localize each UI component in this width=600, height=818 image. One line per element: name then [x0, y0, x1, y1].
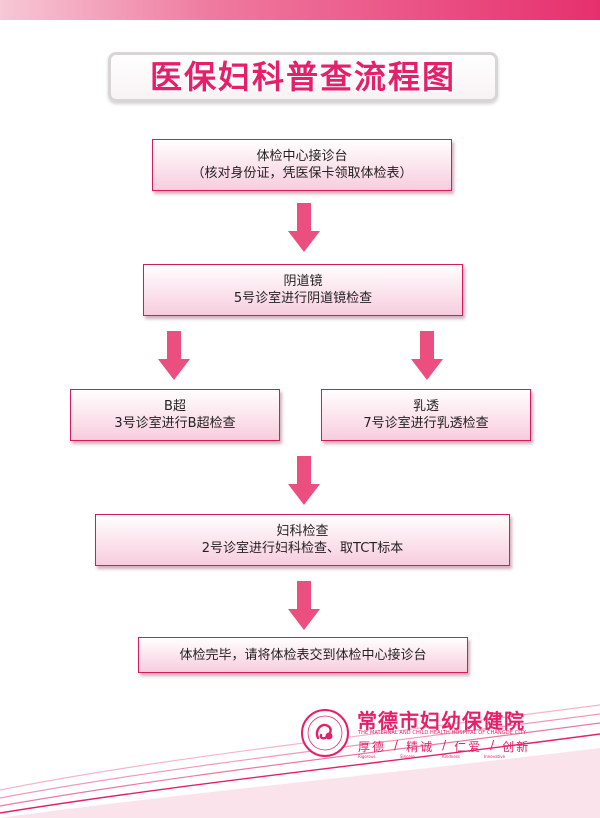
hospital-values-english: Rigorous Sincere Kindness Innovative	[358, 754, 526, 759]
value-en-item: Innovative	[484, 754, 506, 759]
step-colposcopy: 阴道镜 5号诊室进行阴道镜检查	[143, 264, 463, 316]
step-b-ultrasound-note: 3号诊室进行B超检查	[114, 416, 236, 431]
step-colposcopy-note: 5号诊室进行阴道镜检查	[233, 291, 373, 306]
value-item: 创新	[502, 740, 531, 754]
step-reception: 体检中心接诊台 （核对身份证，凭医保卡领取体检表）	[152, 139, 452, 191]
page-title: 医保妇科普查流程图	[108, 52, 498, 102]
step-reception-note: （核对身份证，凭医保卡领取体检表）	[191, 166, 413, 181]
value-item: 仁爱	[454, 740, 483, 754]
step-b-ultrasound: B超 3号诊室进行B超检查	[70, 389, 280, 441]
value-item: 精诚	[406, 740, 435, 754]
step-colposcopy-title: 阴道镜	[283, 274, 323, 289]
value-en-item: Rigorous	[358, 754, 376, 759]
arrow-down-icon	[288, 203, 320, 252]
hospital-logo	[301, 709, 349, 757]
hospital-name: 常德市妇幼保健院	[357, 709, 525, 733]
step-gyn-exam: 妇科检查 2号诊室进行妇科检查、取TCT标本	[95, 514, 510, 566]
value-en-item: Kindness	[442, 754, 460, 759]
arrow-down-icon	[288, 581, 320, 630]
separator: /	[442, 738, 447, 752]
footer-wave-decoration	[0, 704, 600, 818]
step-b-ultrasound-title: B超	[164, 399, 186, 414]
value-item: 厚德	[358, 740, 387, 754]
hospital-english-name: THE MATERNAL AND CHILD HEALTH HOSPITAL O…	[358, 730, 527, 736]
step-reception-title: 体检中心接诊台	[256, 149, 348, 164]
top-band	[0, 0, 600, 20]
step-breast-title: 乳透	[412, 399, 439, 414]
separator: /	[490, 738, 495, 752]
arrow-down-icon	[288, 456, 320, 505]
arrow-down-icon	[158, 331, 190, 380]
step-breast-note: 7号诊室进行乳透检查	[363, 416, 489, 431]
separator: /	[394, 738, 399, 752]
step-finish-text: 体检完毕，请将体检表交到体检中心接诊台	[179, 647, 427, 663]
step-gyn-exam-title: 妇科检查	[276, 524, 329, 539]
step-breast: 乳透 7号诊室进行乳透检查	[321, 389, 531, 441]
value-en-item: Sincere	[400, 754, 415, 759]
step-finish: 体检完毕，请将体检表交到体检中心接诊台	[138, 637, 468, 673]
hospital-values: 厚德 / 精诚 / 仁爱 / 创新	[358, 738, 530, 755]
arrow-down-icon	[411, 331, 443, 380]
step-gyn-exam-note: 2号诊室进行妇科检查、取TCT标本	[201, 541, 404, 556]
